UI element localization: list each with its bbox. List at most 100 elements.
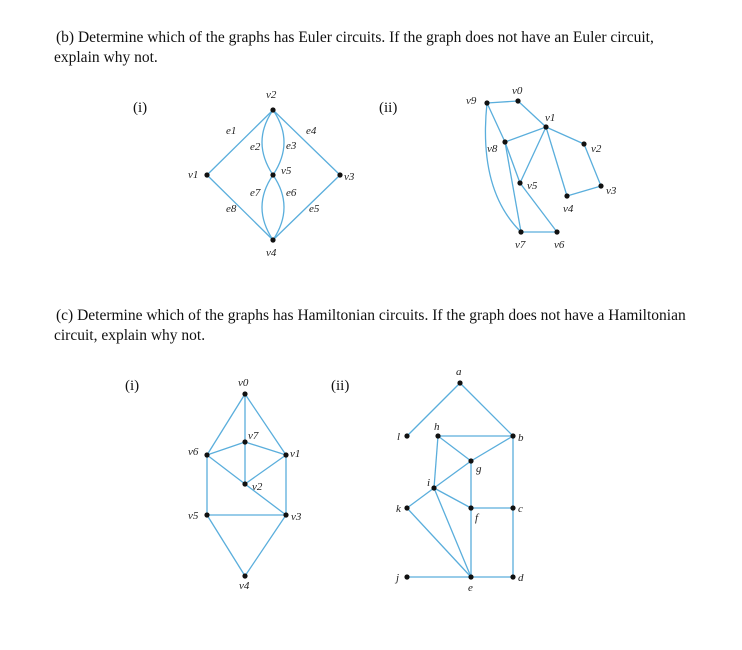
edge bbox=[406, 507, 472, 578]
vertex-b bbox=[510, 433, 516, 439]
vertex-l bbox=[404, 433, 410, 439]
vertex-label: v7 bbox=[248, 430, 259, 442]
vertex-label: v1 bbox=[188, 169, 198, 181]
vertex-c bbox=[510, 505, 516, 511]
part-c-question: (c) Determine which of the graphs has Ha… bbox=[54, 306, 719, 346]
edge bbox=[206, 454, 246, 485]
vertex-v1 bbox=[543, 124, 549, 130]
vertex-label: v4 bbox=[563, 203, 574, 215]
edge-e5 bbox=[272, 174, 341, 241]
vertex-v9 bbox=[484, 100, 490, 106]
vertex-v7 bbox=[518, 229, 524, 235]
edge bbox=[519, 182, 558, 233]
edge-e6 bbox=[272, 174, 285, 241]
vertex-g bbox=[468, 458, 474, 464]
part-b-question: (b) Determine which of the graphs has Eu… bbox=[54, 28, 719, 68]
edge-e2 bbox=[261, 109, 274, 176]
edge bbox=[433, 435, 439, 489]
vertex-label: v3 bbox=[344, 171, 355, 183]
vertex-v3 bbox=[337, 172, 343, 178]
vertex-label: h bbox=[434, 421, 440, 433]
edge bbox=[486, 100, 519, 104]
vertex-label: v3 bbox=[606, 185, 617, 197]
edge bbox=[206, 393, 246, 456]
edge bbox=[517, 100, 547, 128]
edge-e4 bbox=[272, 109, 341, 176]
vertex-label: v4 bbox=[266, 247, 277, 259]
vertex-v2 bbox=[242, 481, 248, 487]
edge bbox=[244, 441, 287, 456]
vertex-a bbox=[457, 380, 463, 386]
edge-e3 bbox=[272, 109, 285, 176]
vertex-e bbox=[468, 574, 474, 580]
vertex-d bbox=[510, 574, 516, 580]
part-c-text-b: circuits. If the graph does not have a bbox=[374, 307, 609, 324]
edge-label: e5 bbox=[309, 203, 320, 215]
vertex-v4 bbox=[564, 193, 570, 199]
vertex-label: v9 bbox=[466, 95, 477, 107]
edge bbox=[484, 102, 522, 233]
vertex-v6 bbox=[204, 452, 210, 458]
edge bbox=[206, 514, 246, 577]
edge bbox=[244, 454, 287, 485]
vertex-f bbox=[468, 505, 474, 511]
edge bbox=[486, 102, 506, 143]
edge bbox=[583, 143, 602, 187]
vertex-label: g bbox=[476, 463, 482, 475]
vertex-v2 bbox=[581, 141, 587, 147]
edge-label: e8 bbox=[226, 203, 237, 215]
edge bbox=[504, 141, 522, 233]
edge bbox=[244, 393, 287, 456]
edge bbox=[406, 382, 461, 437]
edge bbox=[459, 382, 514, 437]
graph-b-ii: v0 v1 v2 v3 v4 v5 v6 v7 v8 v9 bbox=[466, 85, 617, 251]
vertex-v8 bbox=[502, 139, 508, 145]
edge-label: e2 bbox=[250, 141, 261, 153]
vertex-label: c bbox=[518, 503, 523, 515]
vertex-label: v7 bbox=[515, 239, 526, 251]
part-c-line-1: (c) Determine which of the graphs has Ha… bbox=[54, 306, 719, 326]
edge-label: e4 bbox=[306, 125, 317, 137]
part-b-line-1: (b) Determine which of the graphs has Eu… bbox=[56, 29, 654, 46]
vertex-v0 bbox=[515, 98, 521, 104]
edge bbox=[433, 487, 472, 509]
vertex-label: v0 bbox=[512, 85, 523, 97]
vertex-label: f bbox=[475, 512, 480, 524]
edge-e7 bbox=[261, 174, 274, 241]
edge bbox=[545, 126, 585, 145]
vertex-v0 bbox=[242, 391, 248, 397]
vertex-v2 bbox=[270, 107, 276, 113]
vertex-v1 bbox=[204, 172, 210, 178]
part-c-text-a: (c) Determine which of the graphs has bbox=[56, 307, 298, 324]
graph-b-i: v1 v2 v3 v4 v5 e1 e2 e3 e4 e5 e6 e7 e8 bbox=[188, 89, 355, 259]
part-c-label-ii: (ii) bbox=[331, 378, 350, 394]
vertex-h bbox=[435, 433, 441, 439]
vertex-v7 bbox=[242, 439, 248, 445]
edge bbox=[504, 126, 547, 143]
edge-label: e6 bbox=[286, 187, 297, 199]
edge bbox=[406, 487, 435, 509]
vertex-v3 bbox=[598, 183, 604, 189]
edge-e1 bbox=[206, 109, 274, 176]
vertex-label: j bbox=[394, 572, 399, 584]
edge bbox=[433, 460, 472, 489]
vertex-v1 bbox=[283, 452, 289, 458]
vertex-v5 bbox=[270, 172, 276, 178]
vertex-label: v8 bbox=[487, 143, 498, 155]
vertex-label: v4 bbox=[239, 580, 250, 592]
vertex-label: v3 bbox=[291, 511, 302, 523]
vertex-v5 bbox=[517, 180, 523, 186]
vertex-label: e bbox=[468, 582, 473, 594]
vertex-label: v0 bbox=[238, 377, 249, 389]
vertex-j bbox=[404, 574, 410, 580]
edge bbox=[470, 435, 514, 462]
vertex-label: v1 bbox=[290, 448, 300, 460]
vertex-label: v1 bbox=[545, 112, 555, 124]
vertex-label: k bbox=[396, 503, 402, 515]
graph-c-ii: a b c d e f g h i j k l bbox=[394, 366, 524, 594]
part-b-label-i: (i) bbox=[133, 100, 148, 116]
vertex-label: v2 bbox=[591, 143, 602, 155]
vertex-label: a bbox=[456, 366, 462, 378]
vertex-label: v6 bbox=[554, 239, 565, 251]
